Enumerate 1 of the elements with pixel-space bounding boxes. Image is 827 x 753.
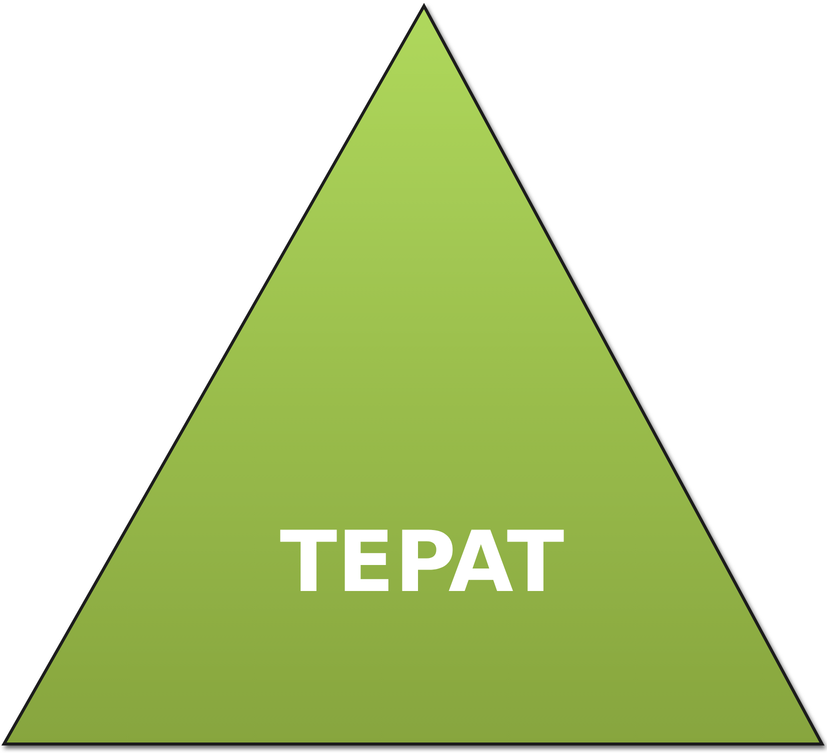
triangle-label: TEPAT (280, 520, 564, 604)
